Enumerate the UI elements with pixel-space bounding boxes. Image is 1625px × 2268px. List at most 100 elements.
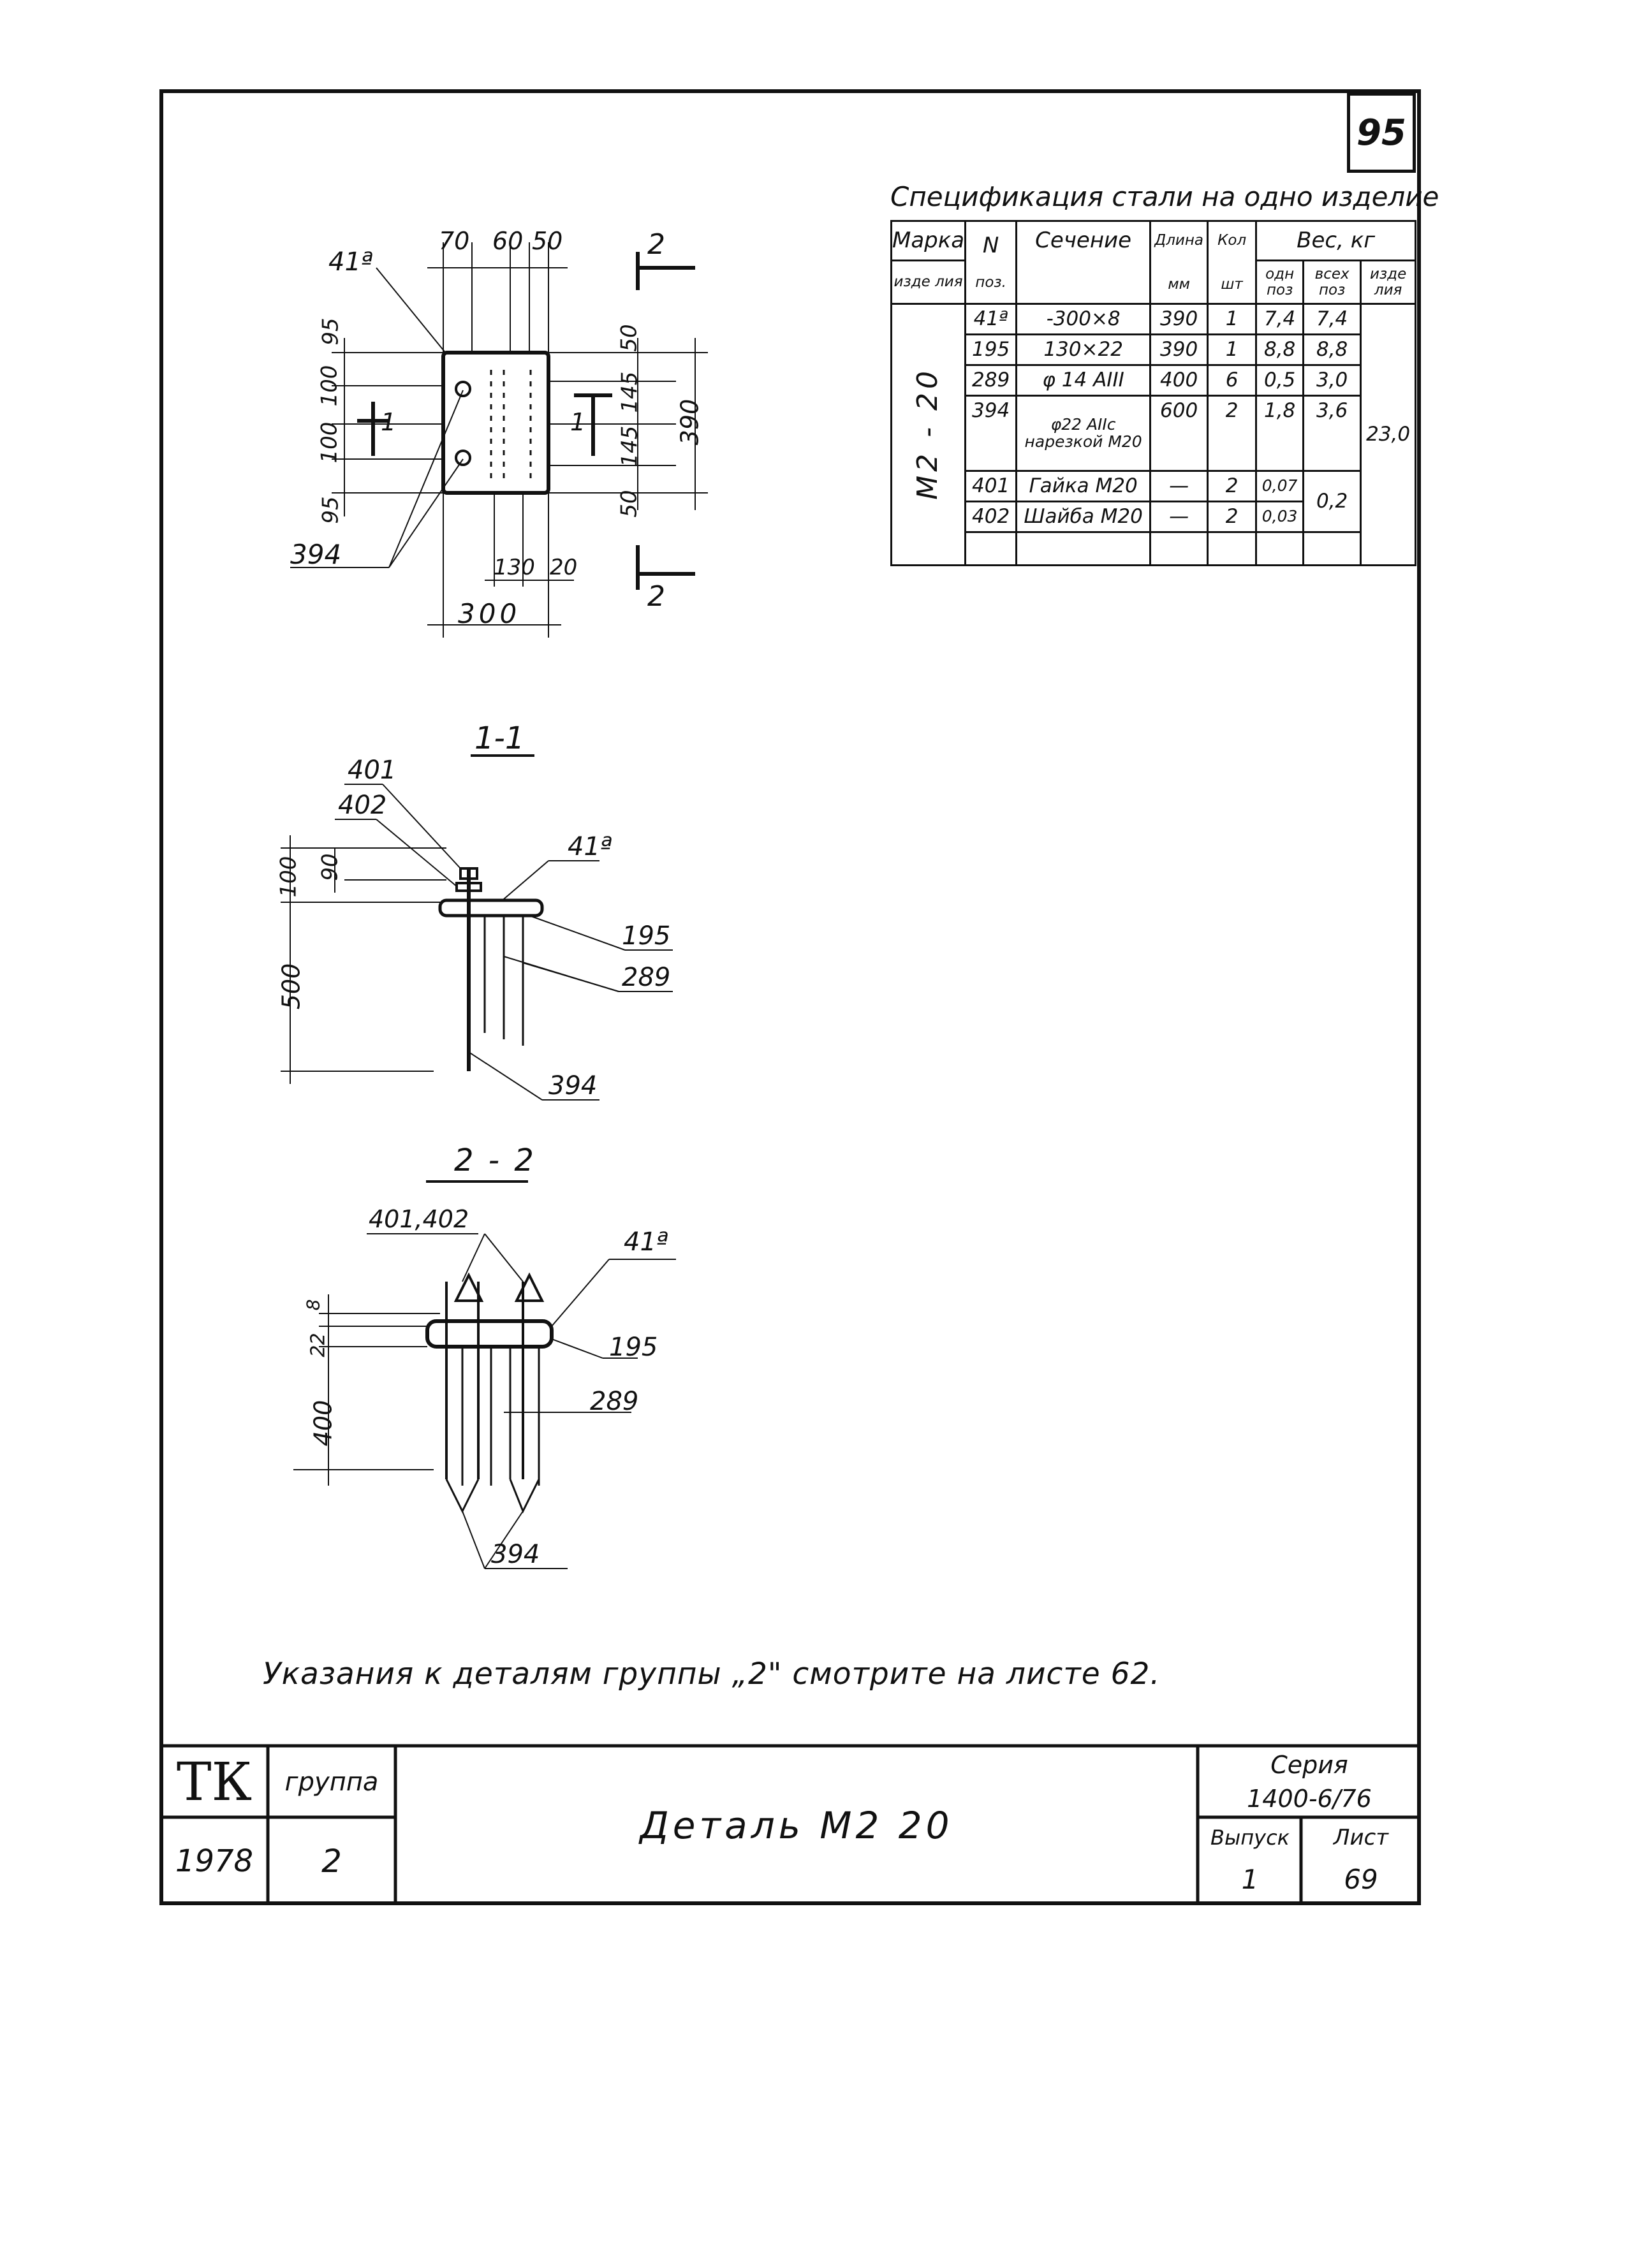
hdr-ves-vseh: всех поз: [1302, 260, 1362, 305]
hdr-ves: Вес, кг: [1255, 220, 1417, 261]
row-n: 394: [964, 395, 1018, 472]
dim-right-total-390: 390: [675, 399, 704, 446]
label-401: 401: [348, 756, 397, 785]
dim-left-95-top: 95: [318, 318, 344, 346]
row-len: —: [1149, 501, 1209, 533]
row-w1: 8,8: [1255, 333, 1305, 366]
label-289-11: 289: [622, 963, 671, 992]
dim-bottom-130: 130: [494, 555, 535, 580]
section-2-2: [293, 1180, 676, 1569]
section-1-1-title: 1-1: [474, 721, 525, 756]
row-qty: 1: [1207, 303, 1258, 335]
label-195-11: 195: [622, 921, 671, 951]
hdr-marka-sub: изде лия: [890, 260, 967, 305]
row-qty: 2: [1207, 470, 1258, 502]
issue-value: 1: [1241, 1863, 1259, 1895]
row-w1: 0,03: [1255, 501, 1305, 533]
dim-400-22: 400: [309, 1400, 337, 1447]
row-qty: 2: [1207, 395, 1258, 472]
row-n: 402: [964, 501, 1018, 533]
label-plate-11: 41ª: [568, 832, 612, 861]
dim-left-95-bottom: 95: [318, 496, 344, 524]
dim-top-70: 70: [439, 227, 470, 255]
sheet-value: 69: [1344, 1863, 1378, 1895]
dim-8-22: 8: [302, 1299, 324, 1311]
hdr-sechenie: Сечение: [1015, 220, 1152, 305]
dim-90-11: 90: [317, 853, 343, 881]
row-sec: Шайба М20: [1015, 501, 1152, 533]
row-sec: φ22 AIIс нарезкой М20: [1015, 395, 1152, 472]
sheet-number: 95: [1347, 92, 1416, 173]
row-w1: 0,07: [1255, 470, 1305, 502]
label-401-402: 401,402: [369, 1205, 469, 1233]
dim-top-60: 60: [492, 227, 524, 255]
drawing-frame: [159, 89, 1421, 1905]
hdr-ves-izd: изде лия: [1360, 260, 1417, 305]
sheet-label: Лист: [1333, 1825, 1389, 1850]
label-plate-plan: 41ª: [328, 247, 373, 277]
row-qty: 2: [1207, 501, 1258, 533]
row-wall-merged: 0,2: [1302, 470, 1362, 533]
row-len: 390: [1149, 303, 1209, 335]
dim-right-50-bottom: 50: [616, 490, 642, 518]
row-len: 390: [1149, 333, 1209, 366]
row-len: —: [1149, 470, 1209, 502]
detail-title: Деталь М2 20: [640, 1804, 953, 1847]
row-wall: 3,6: [1302, 395, 1362, 472]
section-mark-1-left: 1: [381, 408, 397, 436]
row-n: 401: [964, 470, 1018, 502]
section-1-1: [281, 754, 673, 1101]
row-empty: [964, 531, 1018, 566]
section-mark-2-bottom: 2: [647, 580, 665, 613]
hdr-ves-odn: одн поз: [1255, 260, 1305, 305]
mark-cell: М2 - 20: [890, 303, 967, 566]
row-len: 400: [1149, 364, 1209, 397]
dim-top-50: 50: [532, 227, 563, 255]
dim-500-11: 500: [277, 963, 305, 1010]
label-bolt-plan: 394: [290, 539, 342, 570]
row-w1: 7,4: [1255, 303, 1305, 335]
dim-right-145-a: 145: [617, 371, 643, 413]
section-2-2-title: 2 - 2: [454, 1143, 536, 1178]
hdr-marka: Марка: [890, 220, 967, 261]
label-394-22: 394: [491, 1540, 540, 1569]
row-sec: 130×22: [1015, 333, 1152, 366]
plan-view: [290, 242, 708, 638]
row-w1: 0,5: [1255, 364, 1305, 397]
row-n: 289: [964, 364, 1018, 397]
dim-right-50-top: 50: [616, 324, 642, 352]
label-289-22: 289: [590, 1387, 639, 1416]
dim-bottom-300: 300: [458, 598, 521, 629]
dim-right-145-b: 145: [617, 425, 643, 467]
series-value: 1400-6/76: [1247, 1785, 1372, 1813]
org-logo: ТК: [176, 1752, 253, 1813]
row-wall: 3,0: [1302, 364, 1362, 397]
label-394-11: 394: [548, 1071, 598, 1101]
dim-left-100-a: 100: [316, 365, 342, 407]
row-qty: 6: [1207, 364, 1258, 397]
label-plate-22: 41ª: [624, 1227, 668, 1257]
title-block-lines: [159, 1744, 1421, 1905]
dim-left-100-b: 100: [316, 421, 342, 464]
series-label: Серия: [1270, 1751, 1348, 1779]
section-mark-2-top: 2: [647, 228, 665, 261]
dim-22-22: 22: [307, 1333, 330, 1357]
issue-label: Выпуск: [1210, 1825, 1290, 1850]
row-sec: φ 14 AIII: [1015, 364, 1152, 397]
dim-bottom-20: 20: [550, 555, 578, 580]
label-402: 402: [338, 791, 387, 820]
row-n: 41ª: [964, 303, 1018, 335]
label-195-22: 195: [609, 1333, 658, 1362]
group-value: 2: [321, 1843, 342, 1880]
note-text: Указания к деталям группы „2" смотрите н…: [263, 1657, 1161, 1692]
dim-100-11: 100: [276, 856, 302, 898]
row-w1: 1,8: [1255, 395, 1305, 472]
row-sec: Гайка М20: [1015, 470, 1152, 502]
row-n: 195: [964, 333, 1018, 366]
section-mark-1-right: 1: [570, 408, 586, 436]
